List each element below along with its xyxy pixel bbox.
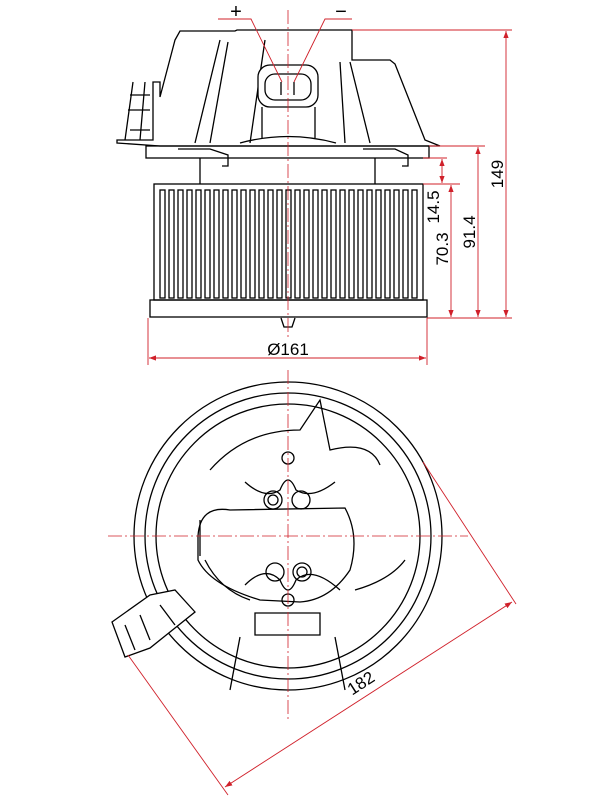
fan-blade (177, 189, 184, 299)
fan-blade (258, 189, 265, 299)
fan-blade (213, 189, 220, 299)
fan-blade (375, 189, 382, 299)
dim-149: 149 (488, 160, 507, 188)
fan-blade (159, 189, 166, 299)
fan-wheel (153, 183, 424, 301)
fan-blade (303, 189, 310, 299)
fan-blade (330, 189, 337, 299)
fan-blade (384, 189, 391, 299)
fan-blade (186, 189, 193, 299)
fan-blade (231, 189, 238, 299)
side-view: + − 149 91.4 70.3 14.5 Ø161 (116, 1, 512, 365)
bottom-view: 182 (108, 370, 517, 796)
motor-housing (116, 29, 441, 147)
dim-diameter-161: Ø161 (267, 340, 309, 359)
terminal-plus-label: + (230, 1, 242, 23)
fan-blade (249, 189, 256, 299)
dim-182: 182 (344, 668, 378, 699)
fan-blade (276, 189, 283, 299)
height-dimensions: 149 91.4 70.3 14.5 (352, 29, 512, 319)
fan-blade (393, 189, 400, 299)
fan-blade (357, 189, 364, 299)
diameter-dimension: Ø161 (147, 318, 428, 365)
fan-blade (267, 189, 274, 299)
dim-14-5: 14.5 (424, 190, 443, 223)
fan-blades (159, 189, 418, 299)
dim-70-3: 70.3 (433, 232, 452, 265)
side-connector (111, 589, 196, 658)
fan-blade (366, 189, 373, 299)
fan-blade (168, 189, 175, 299)
mounting-flange (145, 145, 430, 159)
dim-91-4: 91.4 (460, 215, 479, 248)
fan-blade (195, 189, 202, 299)
fan-blade (285, 189, 292, 299)
fan-blade (204, 189, 211, 299)
fan-blade (240, 189, 247, 299)
fan-blade (312, 189, 319, 299)
fan-base-ring (149, 299, 428, 318)
fan-blade (348, 189, 355, 299)
fan-blade (402, 189, 409, 299)
fan-blade (411, 189, 418, 299)
fan-blade (222, 189, 229, 299)
fan-blade (321, 189, 328, 299)
fan-blade (294, 189, 301, 299)
fan-blade (339, 189, 346, 299)
width-dimension: 182 (127, 461, 517, 796)
terminal-minus-label: − (335, 1, 347, 23)
